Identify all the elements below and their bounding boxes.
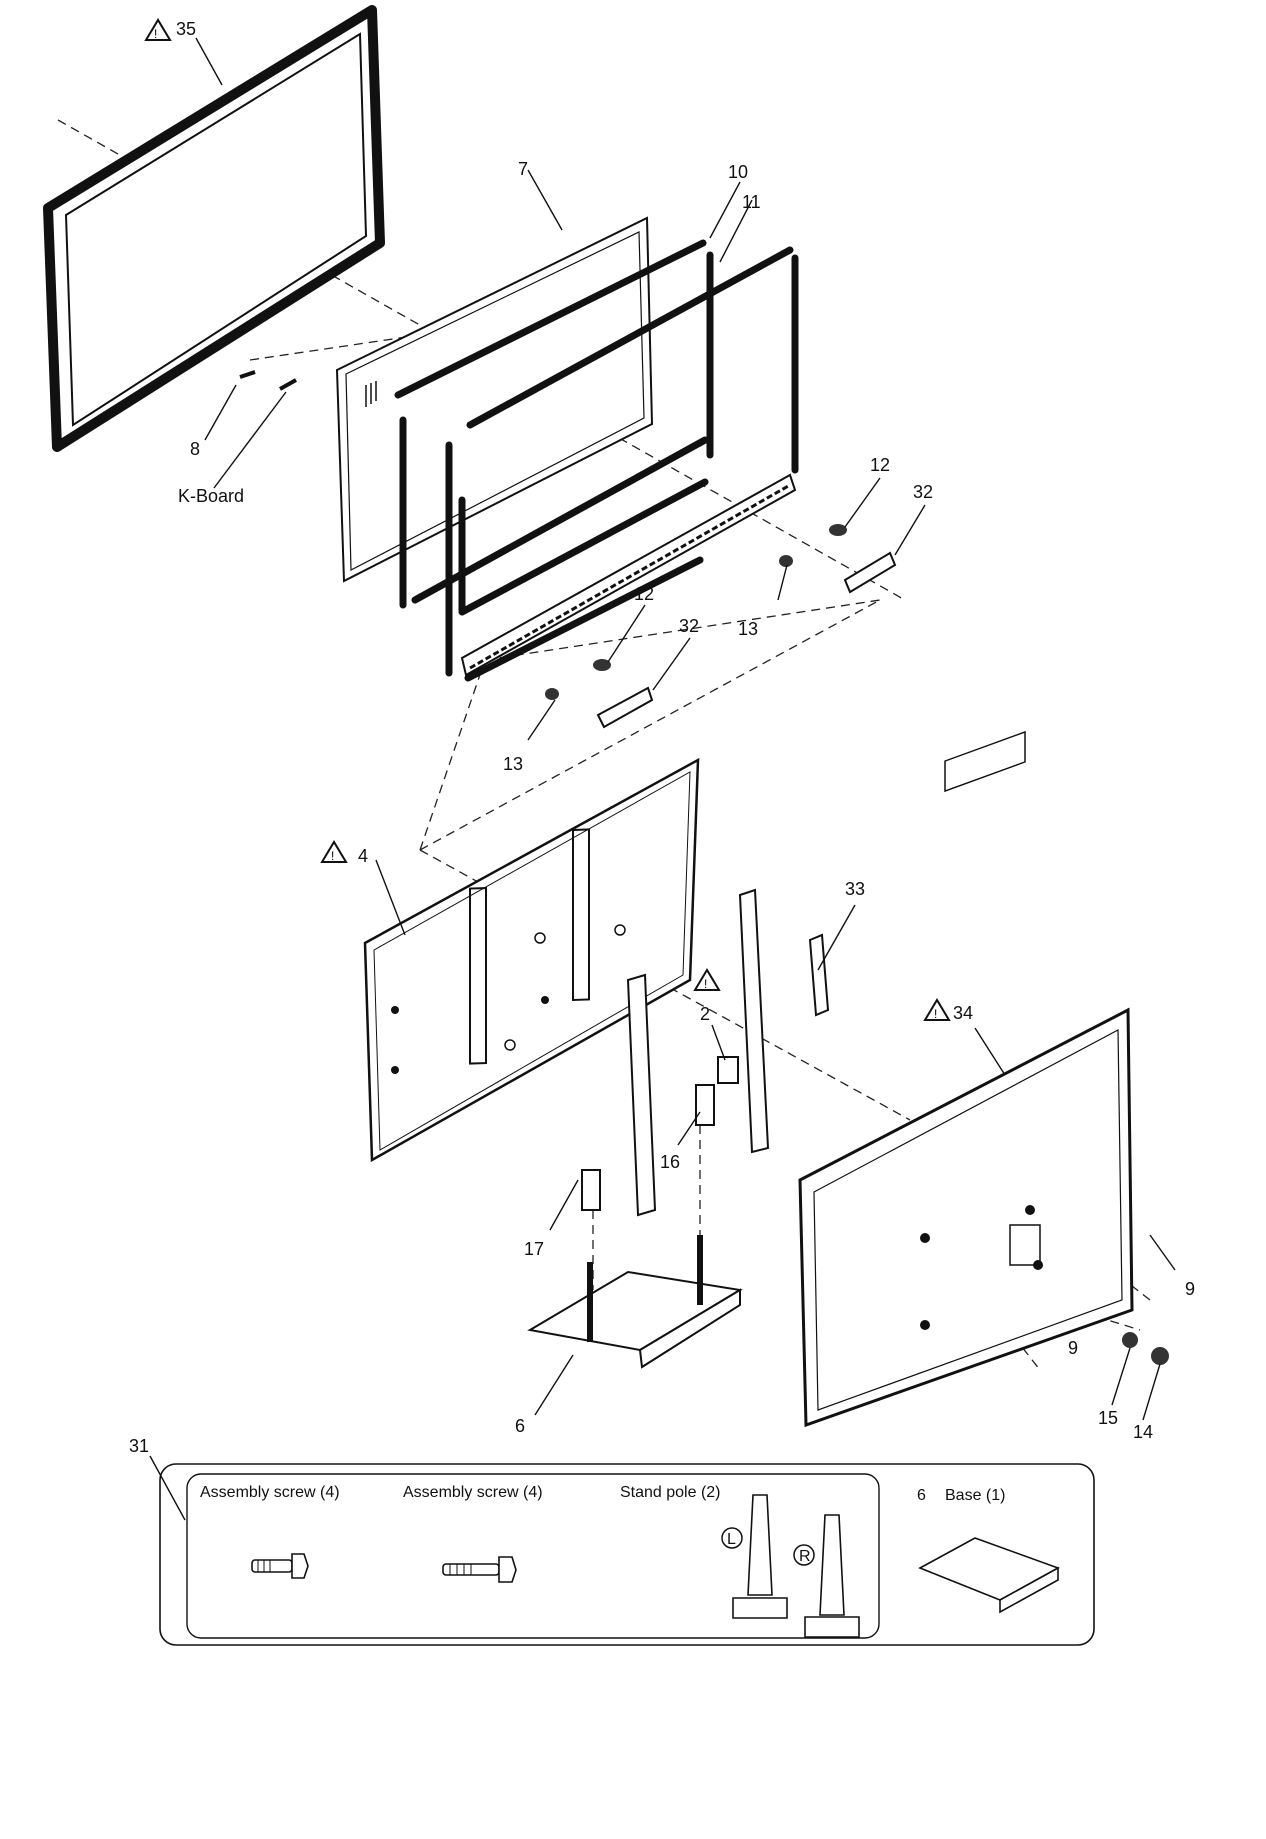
part-label-2: 2 xyxy=(700,1004,710,1024)
speaker-holders xyxy=(545,524,897,729)
accessory-label-base-number: 6 xyxy=(917,1487,926,1504)
accessory-label-assembly-screw-2: Assembly screw (4) xyxy=(403,1484,543,1501)
right-mark-text: R xyxy=(799,1548,811,1565)
warning-triangle-icon: ! xyxy=(144,18,172,41)
stand-base xyxy=(527,1235,743,1369)
part-label-12-right: 12 xyxy=(870,455,890,475)
part-label-9-lower: 9 xyxy=(1068,1338,1078,1358)
part-label-34: 34 xyxy=(953,1003,973,1023)
part-label-35: 35 xyxy=(176,19,196,39)
part-label-6: 6 xyxy=(515,1416,525,1436)
svg-text:!: ! xyxy=(331,849,334,863)
part-label-4: 4 xyxy=(358,846,368,866)
svg-text:!: ! xyxy=(704,977,707,991)
part-label-13-right: 13 xyxy=(738,619,758,639)
assembly-screw-short-icon xyxy=(251,1553,309,1579)
part-label-32-left: 32 xyxy=(679,616,699,636)
part-label-14: 14 xyxy=(1133,1422,1153,1442)
panel-glass xyxy=(335,216,654,583)
warning-triangle-icon: ! xyxy=(320,840,348,863)
accessory-box xyxy=(159,1463,1095,1646)
part-label-8: 8 xyxy=(190,439,200,459)
part-label-33: 33 xyxy=(845,879,865,899)
accessory-label-assembly-screw-1: Assembly screw (4) xyxy=(200,1484,340,1501)
part-label-13-left: 13 xyxy=(503,754,523,774)
stand-pole-right-icon xyxy=(804,1514,860,1638)
part-label-16: 16 xyxy=(660,1152,680,1172)
part-label-10: 10 xyxy=(728,162,748,182)
cushion-strips xyxy=(394,239,799,682)
stand-brackets xyxy=(581,888,830,1217)
part-label-kboard: K-Board xyxy=(178,486,244,506)
svg-text:!: ! xyxy=(154,27,157,41)
stand-pole-left-icon xyxy=(732,1494,788,1619)
accessory-label-base: Base (1) xyxy=(945,1487,1005,1504)
leader-lines xyxy=(149,37,1176,1521)
part-label-12-left: 12 xyxy=(634,584,654,604)
base-accessory-icon xyxy=(918,1537,1060,1614)
part-label-31: 31 xyxy=(129,1436,149,1456)
part-label-9-right: 9 xyxy=(1185,1279,1195,1299)
front-bezel xyxy=(43,5,385,452)
left-mark-text: L xyxy=(727,1531,736,1548)
right-mark-icon: R xyxy=(793,1544,815,1566)
part-label-17: 17 xyxy=(524,1239,544,1259)
bottom-rail xyxy=(460,473,797,677)
part-label-7: 7 xyxy=(518,159,528,179)
left-mark-icon: L xyxy=(721,1527,743,1549)
assembly-screw-long-icon xyxy=(442,1556,517,1583)
chassis-plate xyxy=(363,757,700,1163)
part-label-11: 11 xyxy=(742,192,761,212)
accessory-label-stand-pole: Stand pole (2) xyxy=(620,1484,721,1501)
part-label-32-right: 32 xyxy=(913,482,933,502)
part-label-15: 15 xyxy=(1098,1408,1118,1428)
screw-parts xyxy=(1122,1332,1169,1365)
warning-triangle-icon: ! xyxy=(693,968,721,991)
svg-text:!: ! xyxy=(934,1007,937,1021)
rear-cover xyxy=(798,730,1134,1428)
warning-triangle-icon: ! xyxy=(923,998,951,1021)
